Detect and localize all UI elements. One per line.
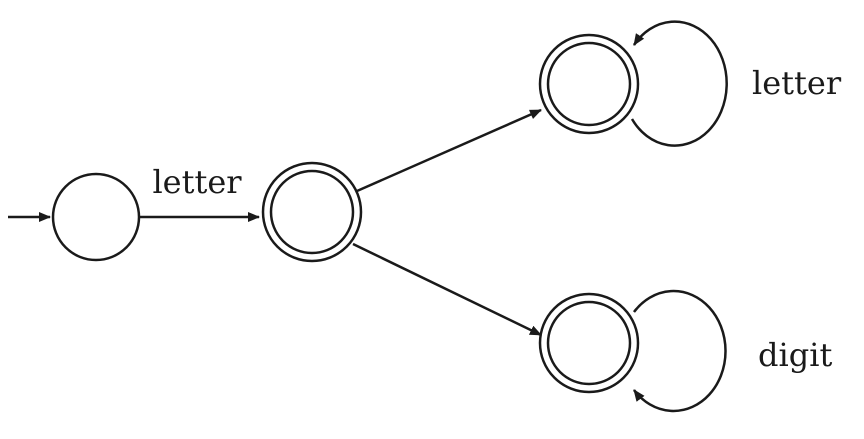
transition-q1-q2: [356, 108, 542, 193]
state-q2: [538, 33, 640, 135]
self-loop-q2-label: letter: [752, 64, 842, 102]
self-loop-q2: [630, 20, 728, 147]
state-q1: [261, 161, 363, 263]
state-q0: [51, 172, 141, 262]
state-q3: [538, 292, 640, 394]
self-loop-q3-label: digit: [758, 336, 832, 374]
transition-q0-q1-label: letter: [152, 163, 242, 201]
transition-q1-q3: [352, 242, 542, 337]
self-loop-q3: [632, 289, 727, 413]
